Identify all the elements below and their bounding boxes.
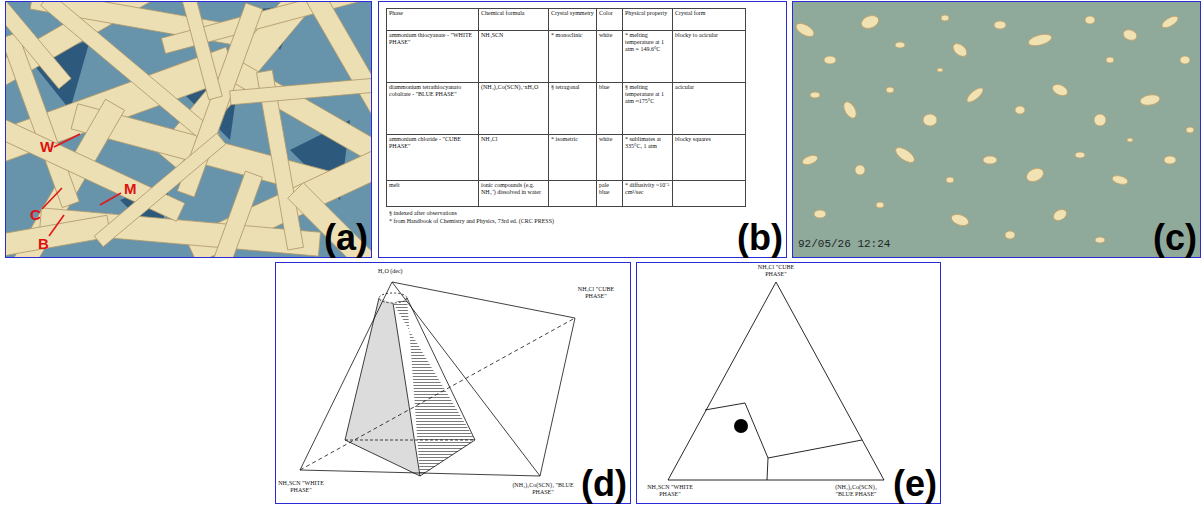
vertex-label: NH₄Cl "CUBE PHASE" xyxy=(571,286,621,300)
table-cell: diammonium tetrathiocyanato cobaltate - … xyxy=(386,82,479,135)
table-cell: pale blue xyxy=(596,180,623,207)
table-cell: ionic compounds (e.g. NH₄⁺) dissolved in… xyxy=(478,180,549,207)
table-footnote: § indexed after observations xyxy=(389,210,457,217)
micrograph-c xyxy=(793,2,1200,257)
panel-letter: (c) xyxy=(1153,220,1197,256)
crystal-grains xyxy=(794,13,1194,243)
table-cell: Crystal symmetry xyxy=(548,8,597,31)
phase-marker: M xyxy=(124,180,137,197)
table-cell: * isometric xyxy=(548,134,597,181)
table-cell: * sublimates at 335°C, 1 atm xyxy=(622,134,673,181)
crystal-needles xyxy=(6,2,371,257)
figure-panel: (d) xyxy=(275,262,631,504)
table-cell: ammonium thiocyanate - "WHITE PHASE" xyxy=(386,30,479,83)
empty-table-cell xyxy=(548,180,597,207)
table-cell: blue xyxy=(596,82,623,135)
vertex-label: (NH₄)₂Co(SCN)₄ "BLUE PHASE" xyxy=(512,482,574,496)
table-cell: NH₄SCN xyxy=(478,30,549,83)
table-cell: ammonium chloride - "CUBE PHASE" xyxy=(386,134,479,181)
table-footnote: * from Handbook of Chemistry and Physics… xyxy=(389,218,554,225)
table-cell: § tetragonal xyxy=(548,82,597,135)
panel-letter: (d) xyxy=(581,466,627,502)
micrograph-a xyxy=(6,2,371,257)
timestamp: 92/05/26 12:24 xyxy=(798,238,890,251)
empty-table-cell xyxy=(672,180,746,207)
panel-letter: (b) xyxy=(737,220,783,256)
table-cell: acicular xyxy=(672,82,746,135)
figure-panel: (e) xyxy=(636,262,941,504)
table-cell: blocky squares xyxy=(672,134,746,181)
ternary-diagram xyxy=(668,282,884,480)
table-cell: * monoclinic xyxy=(548,30,597,83)
vertex-label: NH₄SCN "WHITE PHASE" xyxy=(642,484,698,498)
table-cell: blocky to acicular xyxy=(672,30,746,83)
table-cell: Crystal form xyxy=(672,8,746,31)
vertex-label: H₂O (dec) xyxy=(378,268,403,275)
figure-panel: (c) xyxy=(792,1,1201,258)
table-cell: white xyxy=(596,30,623,83)
table-cell: * melting temperature at 1 atm = 149.6°C xyxy=(622,30,673,83)
table-cell: Color xyxy=(596,8,623,31)
vertex-label: NH₄Cl "CUBE PHASE" xyxy=(748,264,804,278)
table-cell: (NH₄)₂Co(SCN)₄·xH₂O xyxy=(478,82,549,135)
table-cell: Chemical formula xyxy=(478,8,549,31)
table-cell: § melting temperature at 1 atm ≈175°C xyxy=(622,82,673,135)
phase-marker: W xyxy=(40,138,54,155)
table-cell: NH₄Cl xyxy=(478,134,549,181)
phase-marker: B xyxy=(38,235,49,252)
phase-marker: C xyxy=(30,206,41,223)
vertex-label: (NH₄)₂Co(SCN)₄ "BLUE PHASE" xyxy=(826,484,886,498)
table-cell: melt xyxy=(386,180,479,207)
table-cell: * diffusivity ~10⁻⁵ cm²/sec xyxy=(622,180,673,207)
panel-letter: (e) xyxy=(893,466,937,502)
figure-panel: (a) xyxy=(5,1,372,258)
table-cell: Phase xyxy=(386,8,479,31)
vertex-label: NH₄SCN "WHITE PHASE" xyxy=(276,480,326,494)
table-cell: white xyxy=(596,134,623,181)
tetrahedron-diagram xyxy=(300,282,575,476)
table-cell: Physical property xyxy=(622,8,673,31)
panel-letter: (a) xyxy=(324,220,368,256)
